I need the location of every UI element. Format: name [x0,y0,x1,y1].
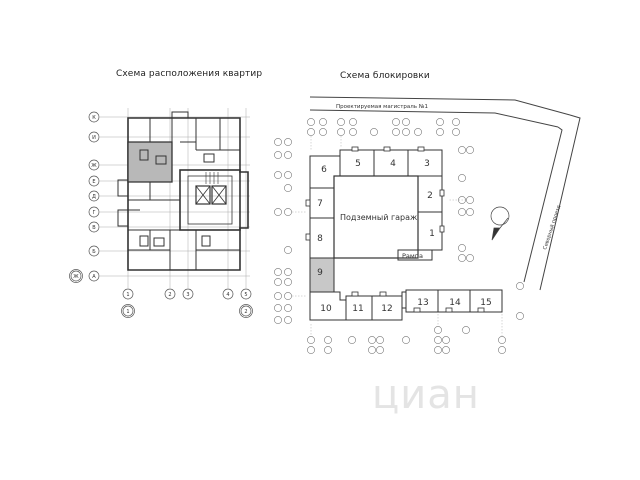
section-2: 2 [427,191,433,201]
row-axis-g: Г [92,210,95,216]
section-10: 10 [320,304,332,314]
apartment-layout-plan [100,108,250,288]
row-axis-extra: Ж [73,274,79,280]
section-6: 6 [321,165,327,175]
highlighted-apartment [128,142,172,182]
row-axis-v: В [92,225,96,231]
col-axis-2: 2 [168,292,171,298]
row-axis-a: А [92,274,96,280]
block-outline [309,149,503,321]
avenue-label: Северный проезд [541,204,562,251]
row-axis-markers [69,111,100,283]
col-axis-3: 3 [186,292,189,298]
highway-lines [309,96,581,291]
col-axis-4: 4 [226,292,229,298]
section-7: 7 [317,199,323,209]
highway-label: Проектируемая магистраль №1 [336,104,428,110]
block-axis-markers [274,118,524,354]
row-axis-zh: Ж [91,163,97,169]
section-1: 1 [429,229,435,239]
section-13: 13 [417,298,428,308]
section-3: 3 [424,159,430,169]
row-axis-k: К [92,115,96,121]
col-axis-5: 5 [244,292,247,298]
ramp-label: Рампа [402,252,423,260]
watermark-logo: циан [372,372,480,418]
col-axis-1: 1 [126,292,129,298]
row-axis-i: И [92,135,96,141]
row-axis-d: Д [92,194,96,200]
section-11: 11 [352,304,363,314]
left-title: Схема расположения квартир [116,69,263,79]
column-axis-markers [121,288,253,318]
section-14: 14 [449,298,461,308]
garage-label: Подземный гараж [340,213,417,222]
section-5: 5 [355,159,361,169]
compass-rose [490,206,510,241]
row-axis-e: Е [92,179,95,185]
section-9: 9 [317,268,323,278]
right-title: Схема блокировки [340,71,430,81]
col-axis-bottom-1: 1 [126,309,129,315]
section-12: 12 [381,304,392,314]
section-4: 4 [390,159,396,169]
section-8: 8 [317,234,323,244]
section-15: 15 [480,298,491,308]
col-axis-bottom-2: 2 [244,309,247,315]
row-axis-b: Б [92,249,96,255]
